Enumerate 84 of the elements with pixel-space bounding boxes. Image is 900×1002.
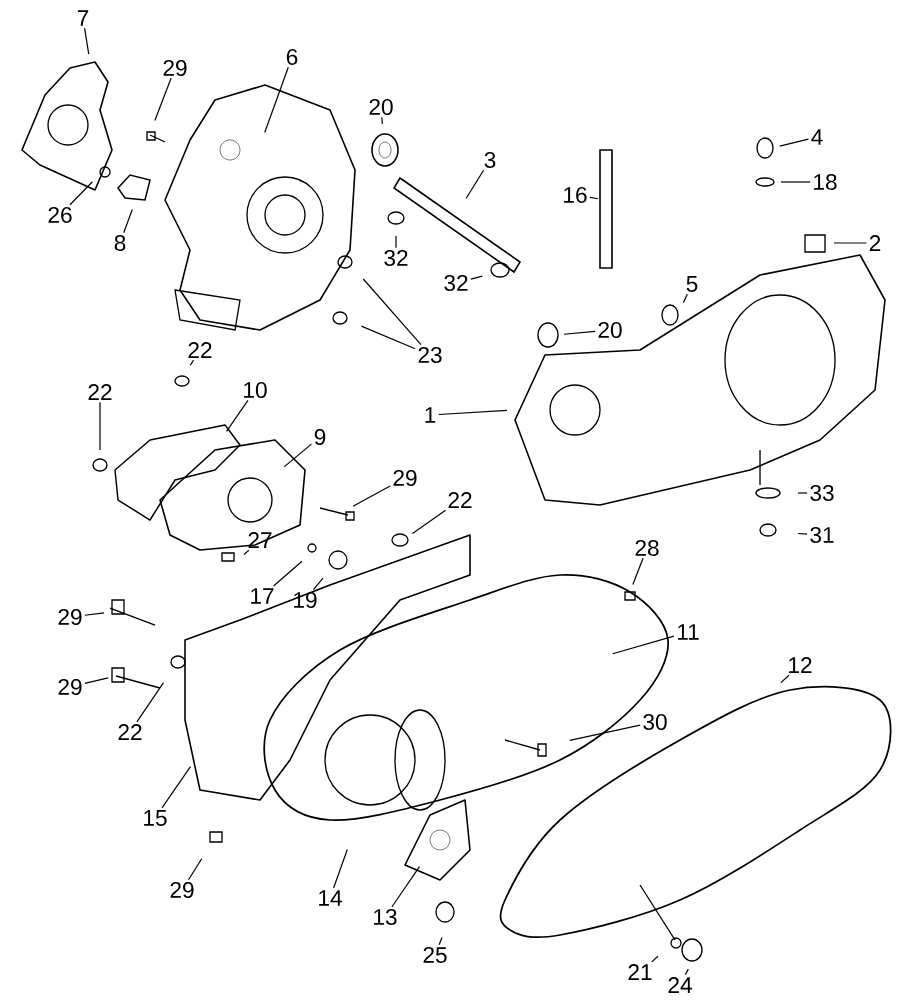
leader-line xyxy=(651,955,659,963)
callout-number: 29 xyxy=(393,470,417,487)
callout-number: 5 xyxy=(686,276,698,292)
callout-number: 32 xyxy=(444,275,468,292)
leader-line xyxy=(465,169,485,199)
leader-line xyxy=(395,235,397,249)
callout-number: 4 xyxy=(811,129,823,145)
callout-number: 23 xyxy=(418,347,442,364)
leader-line xyxy=(470,275,483,280)
callout-number: 20 xyxy=(369,98,393,116)
callout-number: 8 xyxy=(114,235,126,252)
callout-number: 20 xyxy=(598,322,622,339)
leader-line xyxy=(797,532,808,535)
callout-number: 9 xyxy=(314,429,326,446)
leader-line xyxy=(69,181,93,206)
callout-number: 24 xyxy=(668,977,692,993)
callout-number: 32 xyxy=(384,250,408,267)
callout-number: 15 xyxy=(144,810,167,826)
leader-line xyxy=(333,848,348,889)
leader-line xyxy=(84,612,105,616)
leader-line xyxy=(381,116,383,125)
callout-number: 29 xyxy=(58,679,82,696)
leader-line xyxy=(272,560,303,587)
callout-number: 1 xyxy=(425,407,436,423)
leader-line xyxy=(360,325,416,350)
leader-line xyxy=(780,181,811,183)
leader-line xyxy=(362,278,422,346)
leader-line xyxy=(84,27,90,55)
leader-line xyxy=(352,485,391,507)
leader-line xyxy=(569,724,641,741)
callout-number: 29 xyxy=(58,609,82,626)
callout-number: 17 xyxy=(251,588,274,604)
leader-line xyxy=(264,66,289,134)
callout-number: 2 xyxy=(869,235,881,251)
callout-number: 10 xyxy=(244,382,267,399)
callout-number: 29 xyxy=(170,882,194,899)
callout-number: 6 xyxy=(286,48,298,66)
callout-number: 33 xyxy=(810,485,834,502)
leader-line xyxy=(632,557,644,586)
callout-number: 22 xyxy=(188,342,212,358)
leader-line xyxy=(563,330,596,335)
leader-line xyxy=(189,359,195,366)
callout-number: 16 xyxy=(564,187,587,204)
leader-line xyxy=(243,549,250,556)
leader-line xyxy=(154,77,172,122)
leader-line xyxy=(780,674,790,684)
leader-line xyxy=(437,409,508,416)
leader-line xyxy=(391,866,421,908)
leader-line xyxy=(84,677,109,685)
callout-number: 11 xyxy=(678,624,699,640)
callout-number: 30 xyxy=(643,714,667,731)
leader-line xyxy=(833,242,868,244)
leader-line xyxy=(797,492,808,494)
callout-number: 26 xyxy=(48,207,72,224)
callout-number: 22 xyxy=(448,492,472,508)
callout-number: 12 xyxy=(789,657,812,673)
leader-line xyxy=(438,936,443,946)
callout-number: 29 xyxy=(163,59,187,77)
leader-line xyxy=(612,635,675,655)
callout-number: 22 xyxy=(118,724,142,740)
leader-line xyxy=(682,293,688,304)
leader-line xyxy=(684,968,689,976)
leader-line xyxy=(589,196,599,200)
leader-line xyxy=(187,858,203,881)
callout-number: 18 xyxy=(814,173,837,191)
callout-number: 19 xyxy=(294,592,317,609)
leader-line xyxy=(312,577,324,591)
callout-number: 21 xyxy=(628,964,652,980)
callout-number: 28 xyxy=(635,540,659,557)
leader-line xyxy=(123,208,133,234)
callout-number: 7 xyxy=(77,10,89,26)
leader-line xyxy=(161,766,192,809)
callout-number: 3 xyxy=(484,151,496,169)
callout-number: 22 xyxy=(88,384,112,400)
callout-number: 13 xyxy=(374,909,397,926)
leader-line xyxy=(411,509,447,534)
leader-line xyxy=(225,399,249,432)
leader-line xyxy=(99,401,101,451)
leader-line xyxy=(283,443,313,468)
callout-number: 31 xyxy=(810,527,834,544)
callout-number: 14 xyxy=(319,890,342,906)
leader-line xyxy=(136,682,165,723)
callout-number: 25 xyxy=(423,947,447,964)
leader-line xyxy=(779,138,810,147)
